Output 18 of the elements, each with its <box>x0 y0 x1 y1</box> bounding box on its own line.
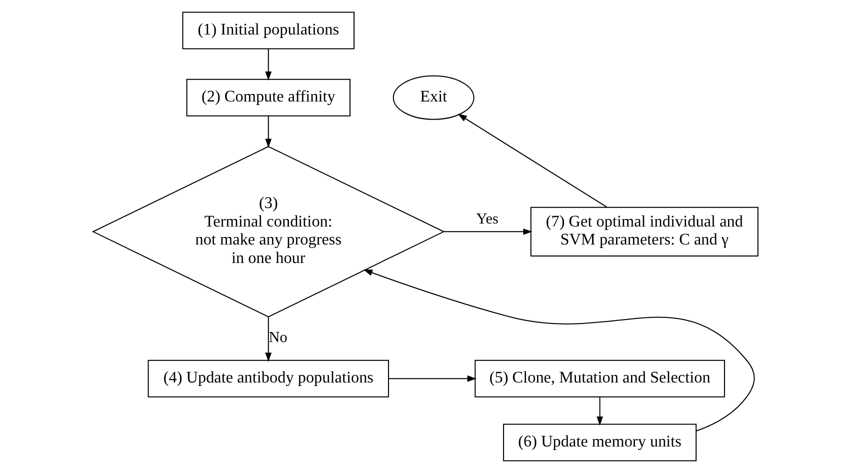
arrow <box>596 397 604 426</box>
node-ellipse: Exit <box>392 75 474 120</box>
node-box: (5) Clone, Mutation and Selection <box>474 360 725 398</box>
edge-label: Yes <box>476 210 498 228</box>
node-box: (2) Compute affinity <box>186 78 350 116</box>
arrow <box>363 270 755 432</box>
node-box: (4) Update antibody populations <box>148 360 390 398</box>
arrow <box>444 228 532 235</box>
arrow <box>265 116 272 148</box>
arrow <box>458 114 608 208</box>
arrow <box>265 316 272 362</box>
node-box: (7) Get optimal individual and SVM parameters: C and γ <box>530 206 758 256</box>
node-box: (1) Initial populations <box>182 12 355 50</box>
arrow <box>388 375 476 382</box>
node-box: (6) Update memory units <box>503 424 697 462</box>
node-diamond: (3) Terminal condition: not make any progress in one hour <box>92 146 445 318</box>
edge-label: No <box>268 329 288 346</box>
arrow <box>265 48 272 81</box>
